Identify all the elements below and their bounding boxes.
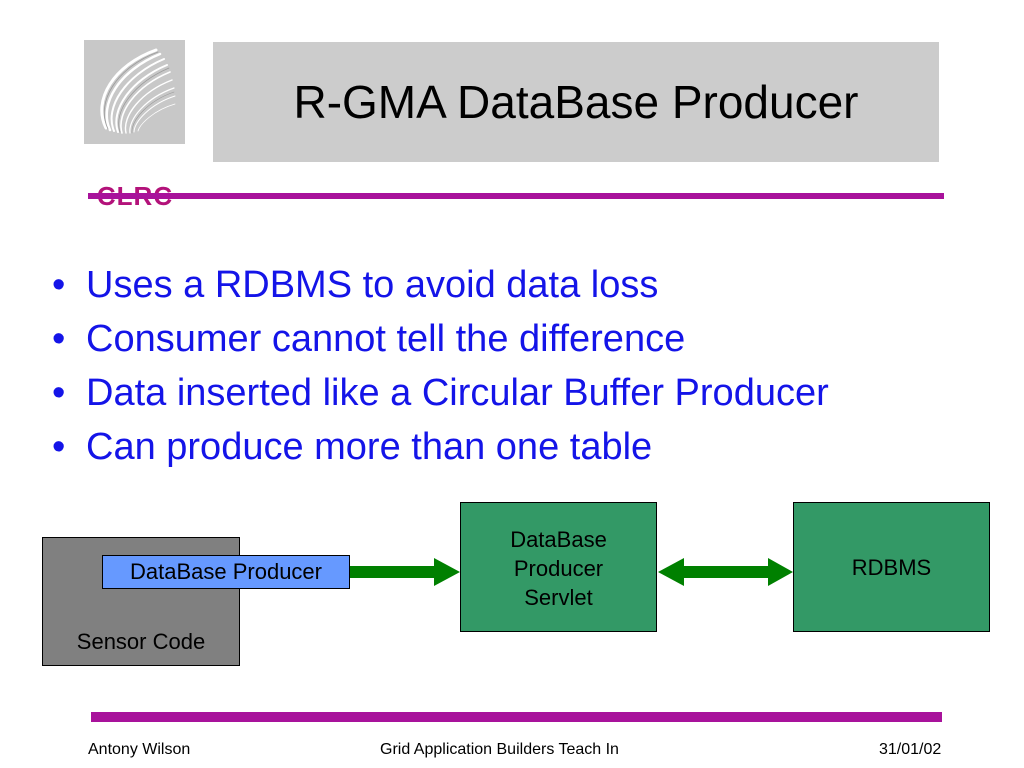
arrow-shaft — [350, 566, 436, 578]
servlet-box: DataBase Producer Servlet — [460, 502, 657, 632]
clrc-logo: CLRC — [84, 40, 185, 209]
producer-to-servlet-arrow — [350, 558, 460, 586]
servlet-label-line: DataBase — [510, 527, 607, 552]
servlet-label: DataBase Producer Servlet — [461, 525, 656, 612]
footer-event: Grid Application Builders Teach In — [380, 741, 619, 758]
bullet-list: • Uses a RDBMS to avoid data loss • Consum… — [52, 258, 829, 474]
bullet-dot-icon: • — [52, 318, 66, 360]
title-banner: R-GMA DataBase Producer — [213, 42, 939, 162]
bullet-text: Uses a RDBMS to avoid data loss — [86, 264, 659, 306]
bullet-item: • Data inserted like a Circular Buffer Pr… — [52, 366, 829, 420]
servlet-label-line: Producer — [513, 556, 604, 581]
arrow-shaft — [682, 566, 770, 578]
rdbms-label: RDBMS — [851, 555, 932, 580]
bullet-dot-icon: • — [52, 426, 66, 468]
bullet-text: Data inserted like a Circular Buffer Pro… — [86, 372, 829, 414]
footer-author: Antony Wilson — [88, 741, 191, 758]
database-producer-label: DataBase Producer — [130, 559, 322, 584]
rdbms-box: RDBMS — [793, 502, 990, 632]
bullet-item: • Uses a RDBMS to avoid data loss — [52, 258, 829, 312]
footer-date: 31/01/02 — [879, 741, 942, 758]
top-divider — [88, 193, 944, 199]
slide-title: R-GMA DataBase Producer — [293, 76, 859, 128]
bullet-item: • Consumer cannot tell the difference — [52, 312, 829, 366]
swirl-logo-icon — [100, 48, 176, 134]
bullet-dot-icon: • — [52, 372, 66, 414]
arrow-head-right-icon — [434, 558, 460, 586]
servlet-rdbms-double-arrow — [658, 558, 793, 586]
bullet-text: Consumer cannot tell the difference — [86, 318, 686, 360]
bullet-item: • Can produce more than one table — [52, 420, 829, 474]
sensor-code-label: Sensor Code — [76, 629, 206, 654]
arrow-head-left-icon — [658, 558, 684, 586]
logo-tile — [84, 40, 185, 144]
bottom-divider — [91, 712, 942, 722]
bullet-text: Can produce more than one table — [86, 426, 653, 468]
servlet-label-line: Servlet — [524, 585, 593, 610]
bullet-dot-icon: • — [52, 264, 66, 306]
database-producer-box: DataBase Producer — [102, 555, 350, 589]
arrow-head-right-icon — [768, 558, 793, 586]
